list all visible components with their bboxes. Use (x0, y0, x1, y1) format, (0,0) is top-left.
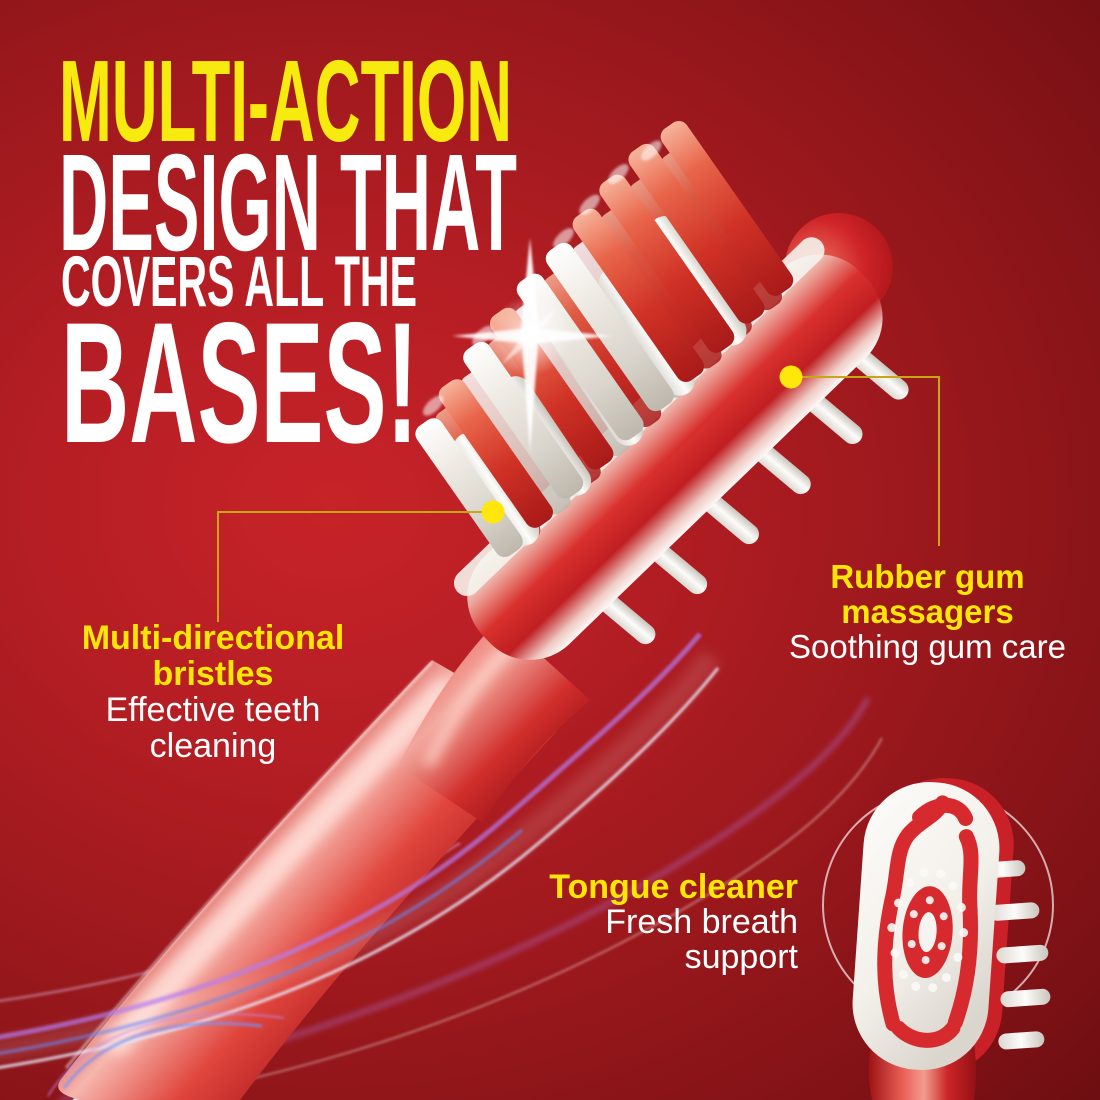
callout-dot-gum (779, 365, 803, 389)
callout-gum-massagers: Rubber gum massagers Soothing gum care (775, 559, 1080, 664)
gum-callout-title-line1: Rubber gum (830, 558, 1025, 595)
light-streaks-front (0, 632, 721, 1097)
headline-line-2: DESIGN THAT (59, 126, 517, 280)
tongue-callout-desc-line1: Fresh breath (605, 903, 798, 941)
tongue-callout-title: Tongue cleaner (549, 868, 798, 906)
tongue-cleaner-center-hole (918, 912, 937, 953)
head-body (467, 254, 883, 660)
tongue-cleaner-nubs (887, 868, 969, 993)
callout-tongue-cleaner: Tongue cleaner Fresh breath support (518, 870, 798, 975)
handle-highlight (105, 679, 455, 1055)
callout-bristles: Multi-directional bristles Effective tee… (57, 620, 369, 764)
gum-massager-fingers (600, 350, 909, 645)
headline-line-4: BASES! (61, 287, 418, 479)
bristles-callout-desc-line1: Effective teeth (105, 691, 321, 729)
callout-leaders (217, 376, 940, 622)
gum-callout-title-line2: massagers (841, 593, 1014, 630)
tongue-cleaner-inset (822, 778, 1054, 1100)
callout-line-bristles (217, 511, 493, 622)
bristles-callout-desc-line2: cleaning (149, 727, 277, 765)
bristles-callout-title-line1: Multi-directional (81, 619, 345, 657)
headline-line-1: MULTI-ACTION (59, 36, 512, 166)
inset-rubber-fingers (979, 860, 1051, 1050)
tongue-callout-desc-line2: support (684, 938, 798, 976)
sparkle-icon (452, 238, 612, 452)
gum-callout-desc: Soothing gum care (788, 628, 1066, 665)
headline-line-3: COVERS ALL THE (61, 243, 417, 322)
toothbrush-neck (398, 618, 590, 822)
bristles-callout-title-line2: bristles (152, 655, 274, 693)
tongue-cleaner-rubber-ring (877, 795, 979, 1048)
callout-line-gum (791, 376, 940, 546)
headline: MULTI-ACTION DESIGN THAT COVERS ALL THE … (59, 36, 517, 479)
callout-dot-bristles (481, 500, 505, 524)
